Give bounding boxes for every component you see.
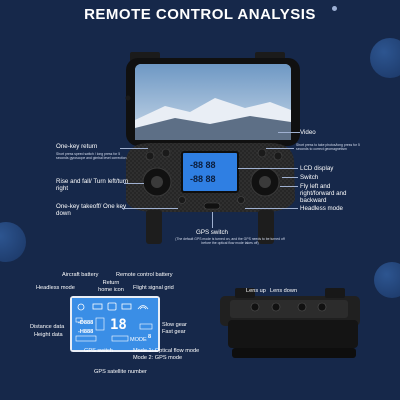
left-grip [146,210,162,244]
callout-video: Video [300,129,316,136]
label-mode-1: Mode 1: Optical flow mode [133,348,200,354]
label-lens-down: Lens down [270,288,298,294]
callout-headless-mode: Headless mode [300,205,343,212]
label-flight-signal: Flight signal grid [133,285,174,291]
lcd-digits-top: -D888 [78,320,94,326]
callout-switch: Switch [300,174,319,181]
lcd-mode-num: 8 [148,334,152,340]
label-mode-2: Mode 2: GPS mode [133,355,183,361]
callout-gps-switch: GPS switch [196,229,228,236]
svg-text:-88 88: -88 88 [190,160,216,170]
callout-fly: Fly left and right/forward and backward [300,183,347,204]
callout-takeoff: One-key takeoff/ One key down [56,203,127,217]
svg-text:-88 88: -88 88 [190,174,216,184]
label-gps-satellites: GPS satellite number [94,369,147,375]
label-fast-gear: Fast gear [162,329,186,335]
label-lens-up: Lens up [246,288,266,294]
lcd-digits-bottom: -H888 [78,329,94,335]
callout-rise-fall: Rise and fall/ Turn left/turn right [56,178,129,192]
decorative-dot [332,6,337,11]
callout-lcd-display: LCD display [300,165,334,172]
label-gps-switch: GPS switch [84,348,113,354]
page-title: REMOTE CONTROL ANALYSIS [84,6,316,23]
decorative-planet-top-right [370,38,400,78]
lcd-big-digits: 18 [110,317,127,333]
label-headless-mode: Headless mode [36,285,75,291]
label-return-home: Return home icon [98,280,124,293]
callout-one-key-return: One-key return [56,143,98,150]
callout-gps-switch-desc: (The default GPS mode is turned on, and … [175,237,285,245]
label-rc-battery: Remote control battery [116,272,173,278]
right-grip [258,210,274,244]
lcd-mode-text: MODE [130,337,147,343]
label-height-data: Height data [34,332,63,338]
callout-one-key-return-desc: Short press speed switch / long press fo… [56,152,127,160]
label-slow-gear: Slow gear [162,322,187,328]
label-aircraft-battery: Aircraft battery [62,272,99,278]
decorative-planet-bottom-right [374,262,400,298]
controller-lcd [181,151,239,193]
label-distance-data: Distance data [30,324,65,330]
callout-photo-desc: Short press to take photos/long press fo… [296,143,360,151]
